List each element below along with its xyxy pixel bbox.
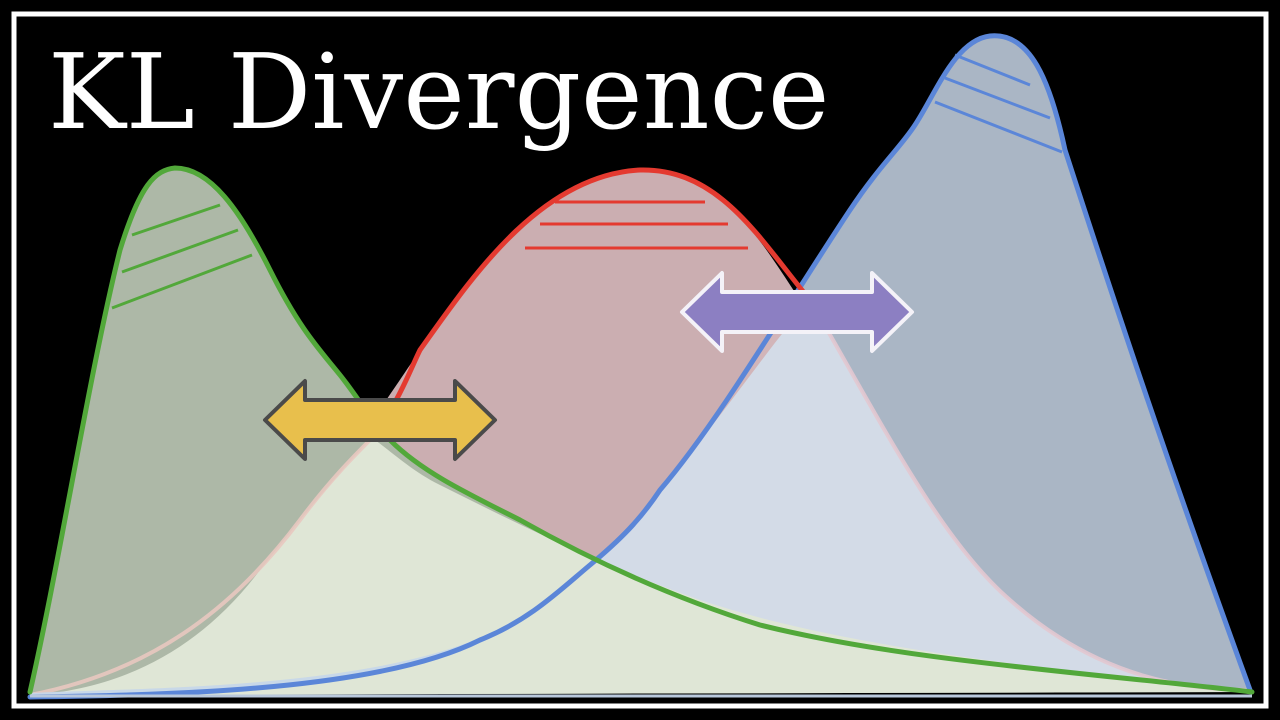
- purple-double-arrow: [680, 271, 914, 353]
- title-kl-divergence: KL Divergence: [48, 31, 829, 153]
- yellow-double-arrow: [263, 379, 497, 461]
- white-frame-border: [11, 11, 1269, 709]
- green-overlap-fill: [30, 438, 1250, 695]
- blue-distribution-curve: [27, 33, 1253, 700]
- faint-red-curve-trace: [29, 436, 374, 697]
- red-blue-overlap-fill: [30, 300, 1250, 695]
- red-distribution-curve: [369, 167, 813, 441]
- red-peak-hatching: [525, 200, 748, 250]
- blue-peak-hatching: [934, 53, 1063, 154]
- green-distribution-curve: [27, 165, 1255, 695]
- green-peak-hatching: [111, 203, 253, 310]
